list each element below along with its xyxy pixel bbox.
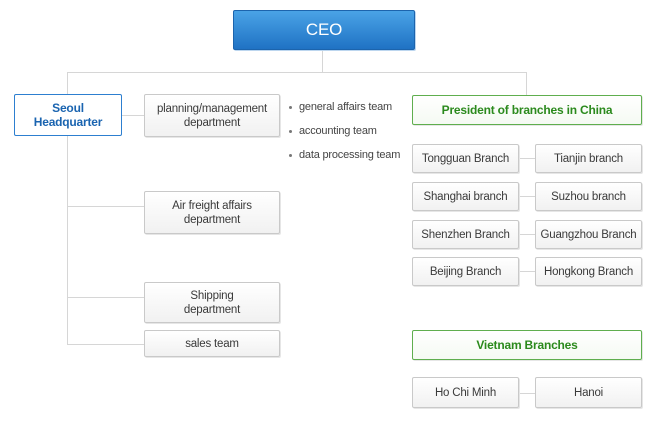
connector-to-air [67, 206, 144, 207]
branch-tianjin: Tianjin branch [535, 144, 642, 173]
shipping-department-box: Shipping department [144, 282, 280, 323]
bullet-icon [289, 129, 292, 133]
branch-hanoi: Hanoi [535, 377, 642, 408]
connector-top-horizontal [67, 72, 527, 73]
branch-beijing: Beijing Branch [412, 257, 519, 286]
branch-ho-chi-minh: Ho Chi Minh [412, 377, 519, 408]
branch-tongguan: Tongguan Branch [412, 144, 519, 173]
team-general-affairs: general affairs team [289, 101, 392, 113]
team-label: accounting team [299, 125, 377, 137]
connector-ceo-down [322, 50, 323, 72]
connector-vietnam-row [519, 393, 535, 394]
team-label: general affairs team [299, 101, 393, 113]
connector-china-drop [526, 72, 527, 95]
bullet-icon [289, 105, 292, 109]
branch-guangzhou: Guangzhou Branch [535, 220, 642, 249]
china-president-box: President of branches in China [412, 95, 642, 125]
seoul-headquarter-box: Seoul Headquarter [14, 94, 122, 136]
ceo-box: CEO [233, 10, 415, 50]
branch-suzhou: Suzhou branch [535, 182, 642, 211]
branch-shanghai: Shanghai branch [412, 182, 519, 211]
connector-branch-row1 [519, 158, 535, 159]
planning-department-box: planning/management department [144, 94, 280, 137]
connector-hq-to-planning [122, 115, 144, 116]
team-label: data processing team [299, 149, 401, 161]
vietnam-branches-box: Vietnam Branches [412, 330, 642, 360]
team-data-processing: data processing team [289, 149, 400, 161]
connector-hq-drop [67, 72, 68, 94]
sales-team-box: sales team [144, 330, 280, 357]
team-accounting: accounting team [289, 125, 377, 137]
bullet-icon [289, 153, 292, 157]
connector-to-sales [67, 344, 144, 345]
connector-branch-row3 [519, 234, 535, 235]
air-freight-department-box: Air freight affairs department [144, 191, 280, 234]
connector-to-shipping [67, 297, 144, 298]
connector-hq-vertical [67, 136, 68, 344]
branch-shenzhen: Shenzhen Branch [412, 220, 519, 249]
connector-branch-row4 [519, 271, 535, 272]
connector-branch-row2 [519, 196, 535, 197]
branch-hongkong: Hongkong Branch [535, 257, 642, 286]
